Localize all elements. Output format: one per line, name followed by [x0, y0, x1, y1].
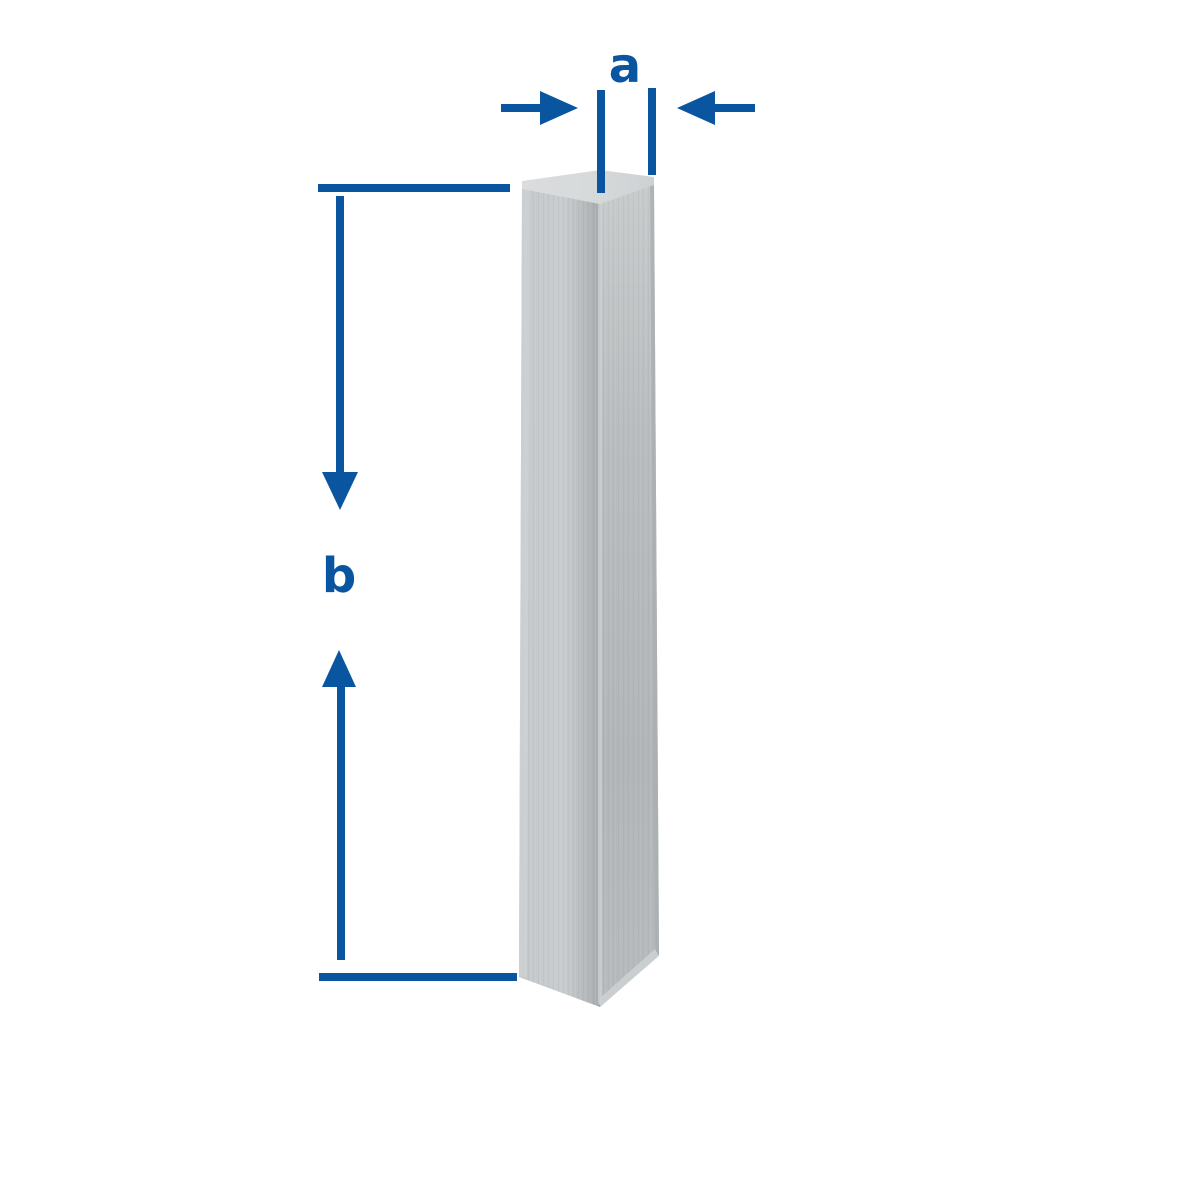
profile-bottom-bevel [600, 949, 659, 1007]
profile-corner-ridge-highlight [598, 203, 602, 1006]
dimension-a-arrowhead-left [540, 91, 578, 125]
profile-top-bevel [522, 170, 654, 204]
profile-left-face-texture [519, 188, 600, 1007]
dimension-b-arrowhead-up [322, 650, 356, 687]
dimension-b-label: b [321, 548, 357, 604]
dimension-a-extension-line-left [597, 90, 605, 193]
profile-right-edge-shade [650, 184, 659, 958]
dimension-b-arrow-down-shaft [336, 196, 344, 474]
dimension-a-label: a [608, 38, 642, 94]
dimension-b-extension-line-top [318, 184, 510, 192]
dimension-a-extension-line-right [648, 88, 656, 175]
dimension-b-arrowhead-down [322, 472, 358, 510]
dimension-a-arrowhead-right [677, 91, 715, 125]
dimension-a-arrow-left-shaft [501, 104, 541, 112]
profile-left-edge-highlight [519, 189, 530, 978]
dimension-b-arrow-up-shaft [337, 687, 345, 960]
dimension-b-extension-line-bottom [319, 973, 517, 981]
dimension-a-arrow-right-shaft [715, 104, 755, 112]
profile-right-face-texture [600, 184, 659, 1007]
